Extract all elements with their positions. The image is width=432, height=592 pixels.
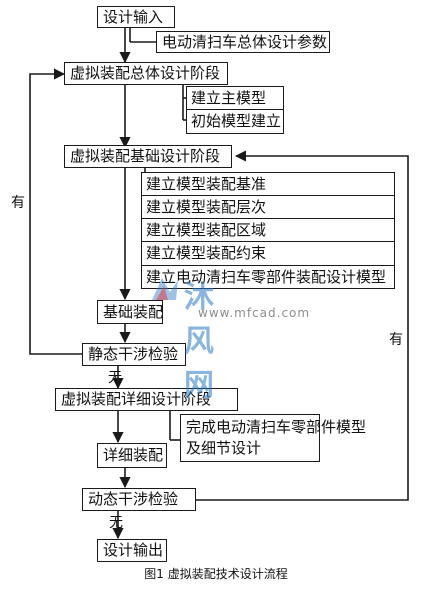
detail-assembly-text: 详细装配 xyxy=(103,446,164,464)
detail-assembly-box: 详细装配 xyxy=(97,443,167,468)
dynamic-no-label: 无 xyxy=(109,515,123,531)
basic-assembly-text: 基础装配 xyxy=(103,302,164,321)
basic-assembly-box: 基础装配 xyxy=(97,300,163,324)
design-input-box: 设计输入 xyxy=(97,6,175,28)
basic-step-2: 建立模型装配层次 xyxy=(142,196,394,219)
design-output-text: 设计输出 xyxy=(103,541,164,559)
overall-step-1: 建立主模型 xyxy=(187,87,283,110)
static-no-label: 无 xyxy=(108,370,122,386)
basic-step-1: 建立模型装配基准 xyxy=(142,173,394,196)
design-params-box: 电动清扫车总体设计参数 xyxy=(156,31,330,53)
overall-steps-list: 建立主模型 初始模型建立 xyxy=(186,86,284,134)
dynamic-check-box: 动态干涉检验 xyxy=(82,488,196,511)
overall-stage-text: 虚拟装配总体设计阶段 xyxy=(70,64,221,82)
design-output-box: 设计输出 xyxy=(97,539,167,562)
basic-step-5: 建立电动清扫车零部件装配设计模型 xyxy=(142,266,394,289)
basic-step-4: 建立模型装配约束 xyxy=(142,242,394,266)
basic-stage-text: 虚拟装配基础设计阶段 xyxy=(70,147,221,165)
detail-stage-box: 虚拟装配详细设计阶段 xyxy=(55,388,238,411)
design-params-text: 电动清扫车总体设计参数 xyxy=(162,32,328,51)
design-input-text: 设计输入 xyxy=(103,7,164,26)
basic-step-3: 建立模型装配区域 xyxy=(142,219,394,242)
static-check-text: 静态干涉检验 xyxy=(88,345,179,363)
dynamic-yes-label: 有 xyxy=(389,332,403,348)
basic-steps-list: 建立模型装配基准 建立模型装配层次 建立模型装配区域 建立模型装配约束 建立电动… xyxy=(141,172,395,289)
detail-task-box: 完成电动清扫车零部件模型 及细节设计 xyxy=(180,414,366,462)
static-check-box: 静态干涉检验 xyxy=(82,343,186,366)
dynamic-check-text: 动态干涉检验 xyxy=(88,490,179,508)
overall-stage-box: 虚拟装配总体设计阶段 xyxy=(64,62,228,85)
detail-task-line-1: 完成电动清扫车零部件模型 xyxy=(186,418,367,436)
basic-stage-box: 虚拟装配基础设计阶段 xyxy=(64,145,232,168)
static-yes-label: 有 xyxy=(11,195,25,211)
detail-task-line-2: 及细节设计 xyxy=(186,439,262,457)
figure-caption: 图1 虚拟装配技术设计流程 xyxy=(144,567,288,581)
overall-step-2: 初始模型建立 xyxy=(187,110,283,134)
detail-stage-text: 虚拟装配详细设计阶段 xyxy=(61,390,212,408)
